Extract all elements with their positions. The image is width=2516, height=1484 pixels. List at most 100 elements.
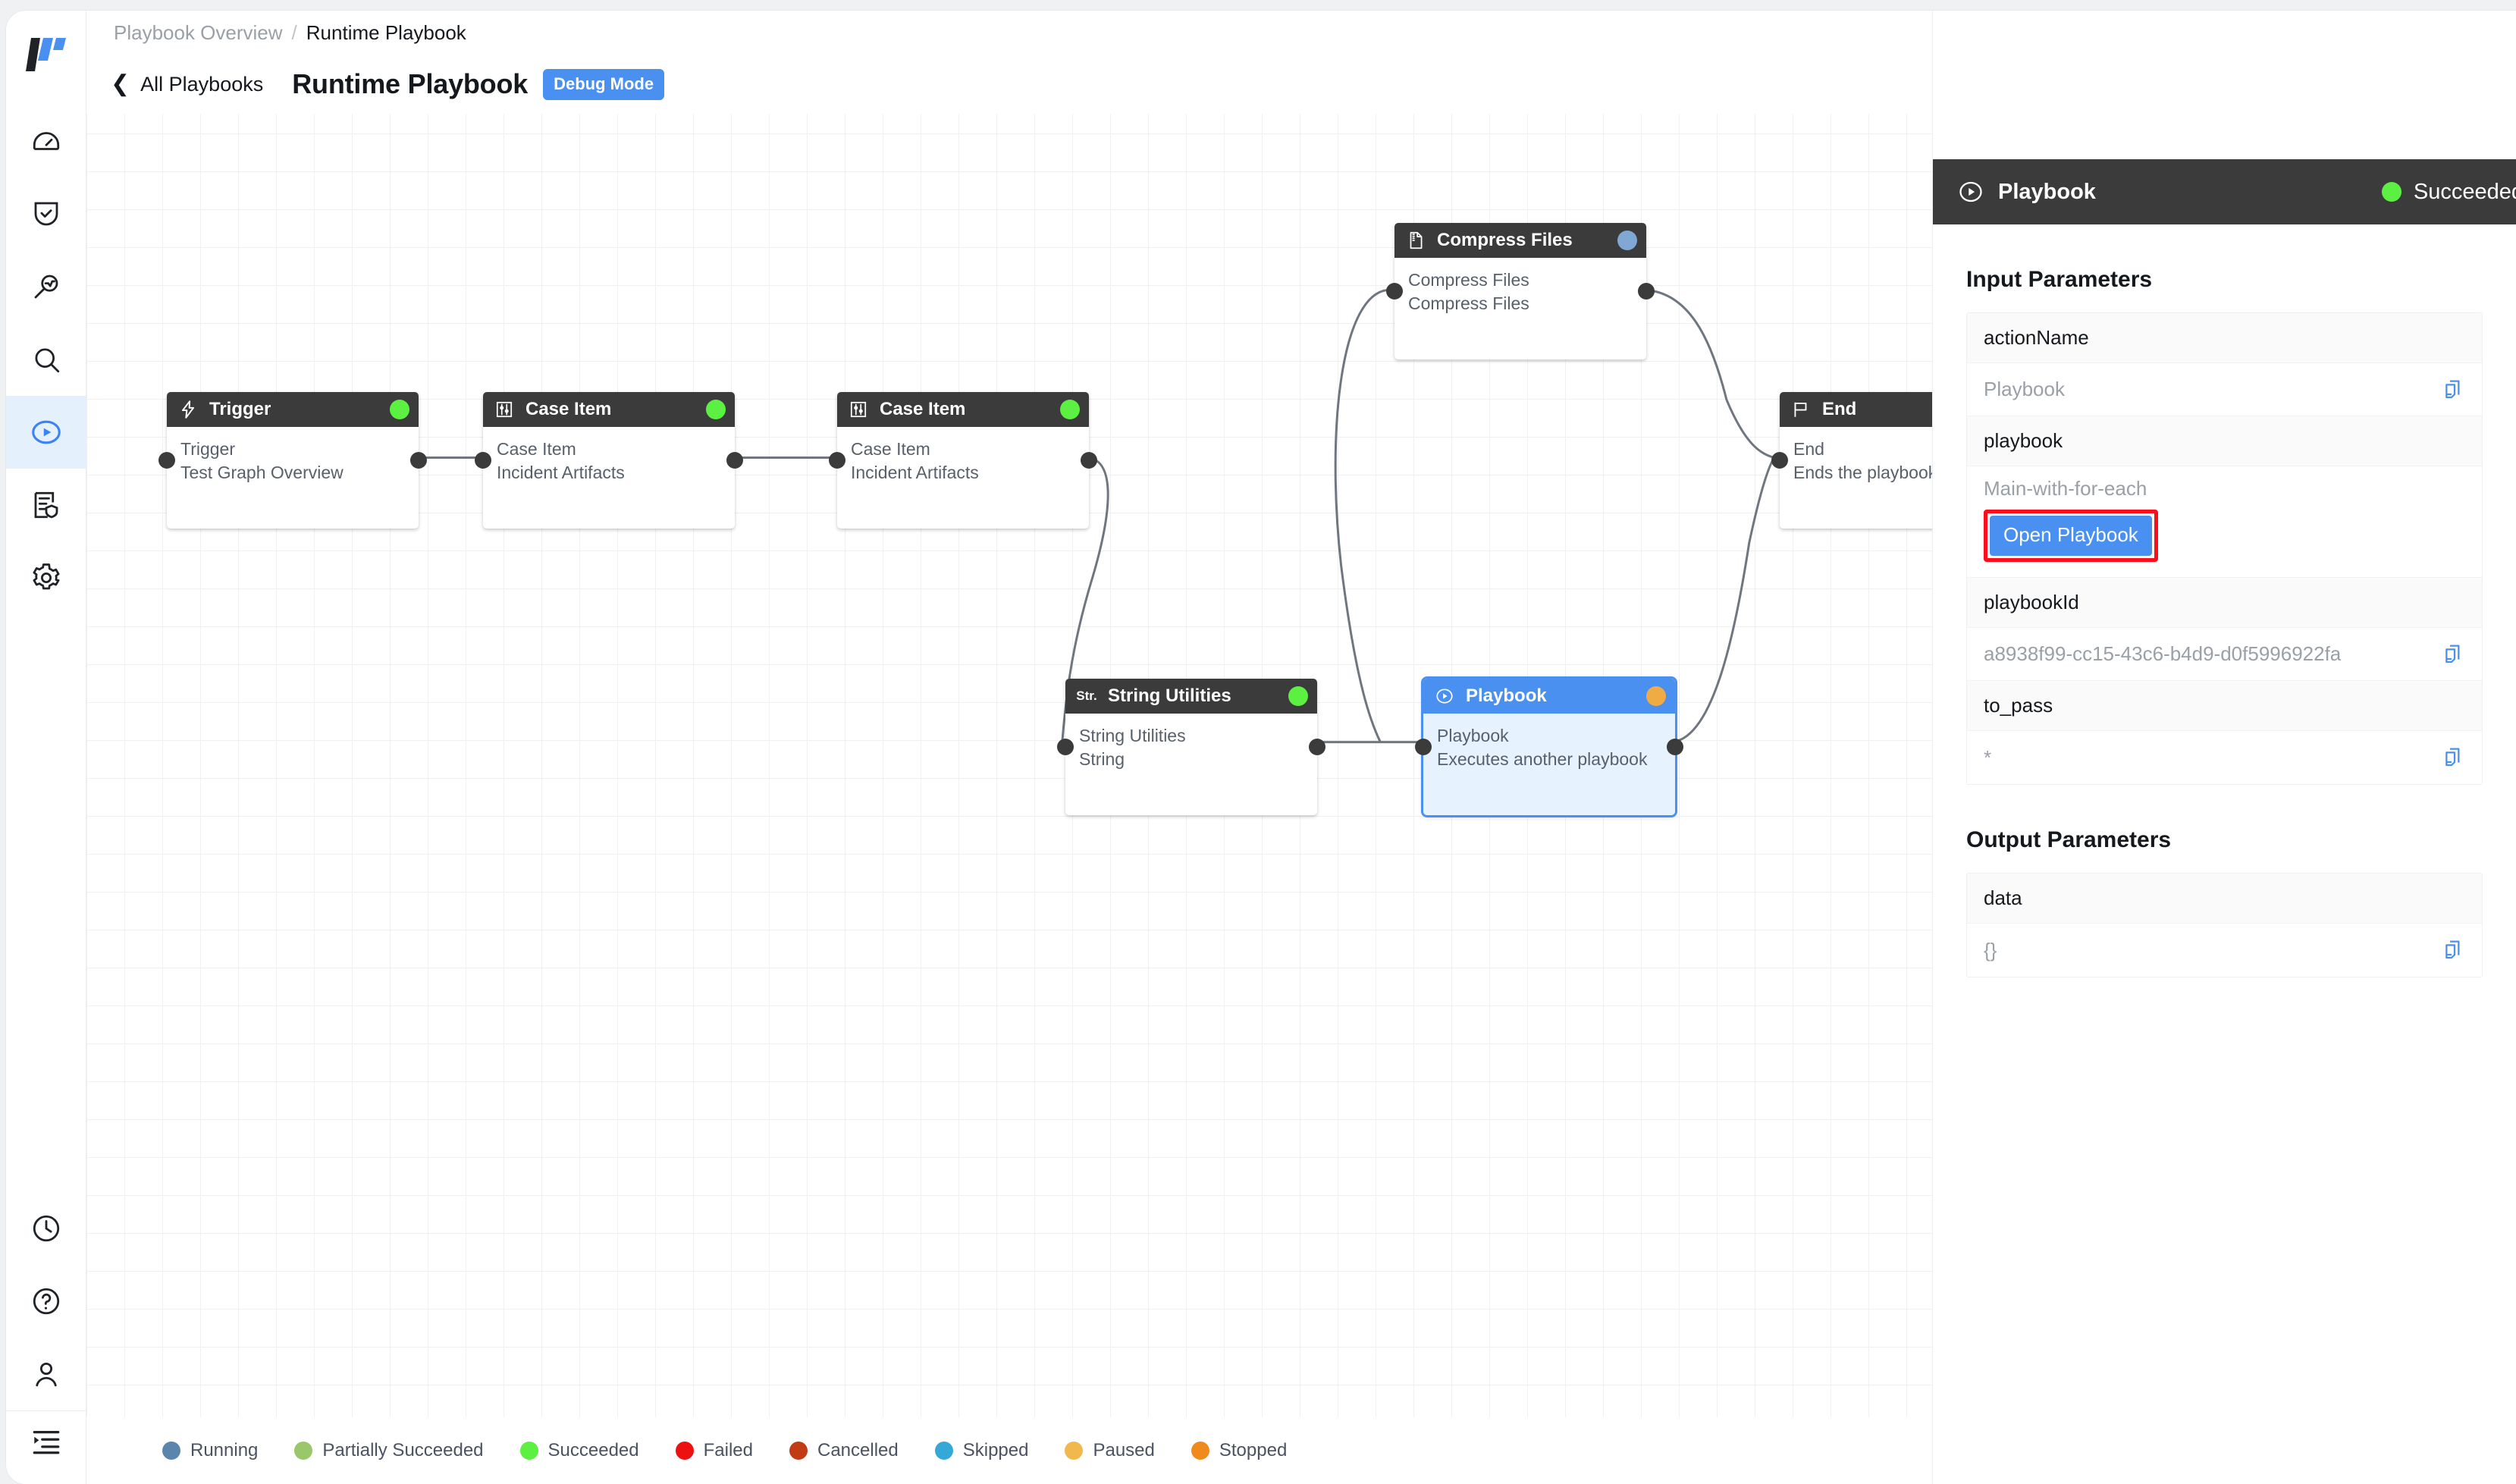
param-value-row: Playbook <box>1967 363 2482 416</box>
node-line-2: Test Graph Overview <box>180 463 344 483</box>
open-playbook-button[interactable]: Open Playbook <box>1990 516 2152 556</box>
sidebar-item-collapse[interactable] <box>6 1411 86 1484</box>
breadcrumb: Playbook Overview / Runtime Playbook <box>86 11 2516 55</box>
status-label: Succeeded <box>2413 179 2516 204</box>
lightning-icon <box>177 399 199 420</box>
legend-dot <box>162 1442 180 1460</box>
node-line-2: Ends the playbook <box>1793 463 1932 483</box>
page-title: Runtime Playbook <box>292 68 529 99</box>
string-icon: Str. <box>1076 689 1097 703</box>
node-title: String Utilities <box>1108 686 1231 706</box>
shield-check-icon <box>34 202 58 226</box>
breadcrumb-separator: / <box>291 20 297 44</box>
node-status-dot <box>1646 686 1666 706</box>
node-input-port[interactable] <box>1057 739 1074 755</box>
sidebar-item-settings[interactable] <box>6 541 86 614</box>
status-dot <box>2381 182 2401 202</box>
node-header: Compress Files <box>1394 223 1646 258</box>
copy-icon[interactable] <box>2441 378 2465 402</box>
param-key: to_pass <box>1967 681 2482 731</box>
node-input-port[interactable] <box>1771 452 1788 469</box>
node-input-port[interactable] <box>829 452 845 469</box>
legend-item: Running <box>162 1440 258 1461</box>
sidebar-item-search[interactable] <box>6 323 86 396</box>
node-output-port[interactable] <box>1081 452 1097 469</box>
legend-label: Failed <box>703 1440 753 1460</box>
node-input-port[interactable] <box>158 452 175 469</box>
node-header: Str. String Utilities <box>1065 679 1317 714</box>
playbook-icon <box>1434 686 1455 707</box>
node-title: Case Item <box>525 399 612 419</box>
legend-dot <box>1065 1442 1084 1460</box>
sidebar-item-dashboard[interactable] <box>6 105 86 177</box>
sidebar-item-account[interactable] <box>6 1338 86 1410</box>
sidebar-item-playbooks[interactable] <box>6 396 86 469</box>
sidebar-item-incidents[interactable] <box>6 177 86 250</box>
sidebar-item-reports[interactable] <box>6 469 86 541</box>
node-output-port[interactable] <box>726 452 743 469</box>
node-status-dot <box>706 400 726 419</box>
node-line-1: String Utilities <box>1079 726 1186 745</box>
param-key: data <box>1967 874 2482 924</box>
node-status-dot <box>1288 686 1308 706</box>
node-input-port[interactable] <box>1386 283 1403 300</box>
search-icon <box>34 348 59 373</box>
legend-item: Stopped <box>1191 1440 1287 1461</box>
clock-icon <box>33 1215 59 1242</box>
param-value-row: {} <box>1967 924 2482 977</box>
node-title: Case Item <box>880 399 966 419</box>
node-output-port[interactable] <box>1638 283 1655 300</box>
legend-dot <box>675 1442 694 1460</box>
param-key: playbook <box>1967 416 2482 466</box>
node-input-port[interactable] <box>475 452 491 469</box>
node-line-1: Trigger <box>180 439 235 459</box>
sidebar-item-help[interactable] <box>6 1265 86 1338</box>
flag-icon <box>1790 399 1812 420</box>
legend-label: Cancelled <box>817 1440 899 1460</box>
legend-dot <box>519 1442 538 1460</box>
node-title: End <box>1822 399 1857 419</box>
legend-dot <box>294 1442 313 1460</box>
user-icon <box>35 1362 57 1387</box>
node-output-port[interactable] <box>1309 739 1325 755</box>
side-panel-title: Playbook <box>1998 179 2096 204</box>
node-output-port[interactable] <box>410 452 427 469</box>
input-parameters-title: Input Parameters <box>1966 267 2153 292</box>
node-line-2: Incident Artifacts <box>851 463 979 483</box>
output-parameters-title: Output Parameters <box>1966 827 2172 852</box>
product-logo[interactable] <box>25 35 67 74</box>
sidebar-item-investigate[interactable] <box>6 250 86 323</box>
node-header: End <box>1780 392 1932 427</box>
breadcrumb-parent[interactable]: Playbook Overview <box>114 20 283 44</box>
gear-icon <box>33 563 59 590</box>
playbook-icon <box>1957 178 1984 206</box>
copy-icon[interactable] <box>2441 745 2465 770</box>
back-to-all-playbooks[interactable]: ❮ All Playbooks <box>111 73 263 96</box>
copy-icon[interactable] <box>2441 642 2465 667</box>
node-line-1: Playbook <box>1437 726 1509 745</box>
param-value: * <box>1984 745 1992 769</box>
legend-label: Partially Succeeded <box>322 1440 484 1460</box>
node-input-port[interactable] <box>1415 739 1432 755</box>
copy-icon[interactable] <box>2441 938 2465 962</box>
node-header: Case Item <box>483 392 735 427</box>
report-icon <box>34 491 58 519</box>
legend-item: Paused <box>1065 1440 1155 1461</box>
sidebar-item-history[interactable] <box>6 1192 86 1265</box>
node-output-port[interactable] <box>1667 739 1683 755</box>
legend-label: Stopped <box>1219 1440 1288 1460</box>
node-header: Playbook <box>1423 679 1675 714</box>
legend-label: Succeeded <box>547 1440 639 1460</box>
